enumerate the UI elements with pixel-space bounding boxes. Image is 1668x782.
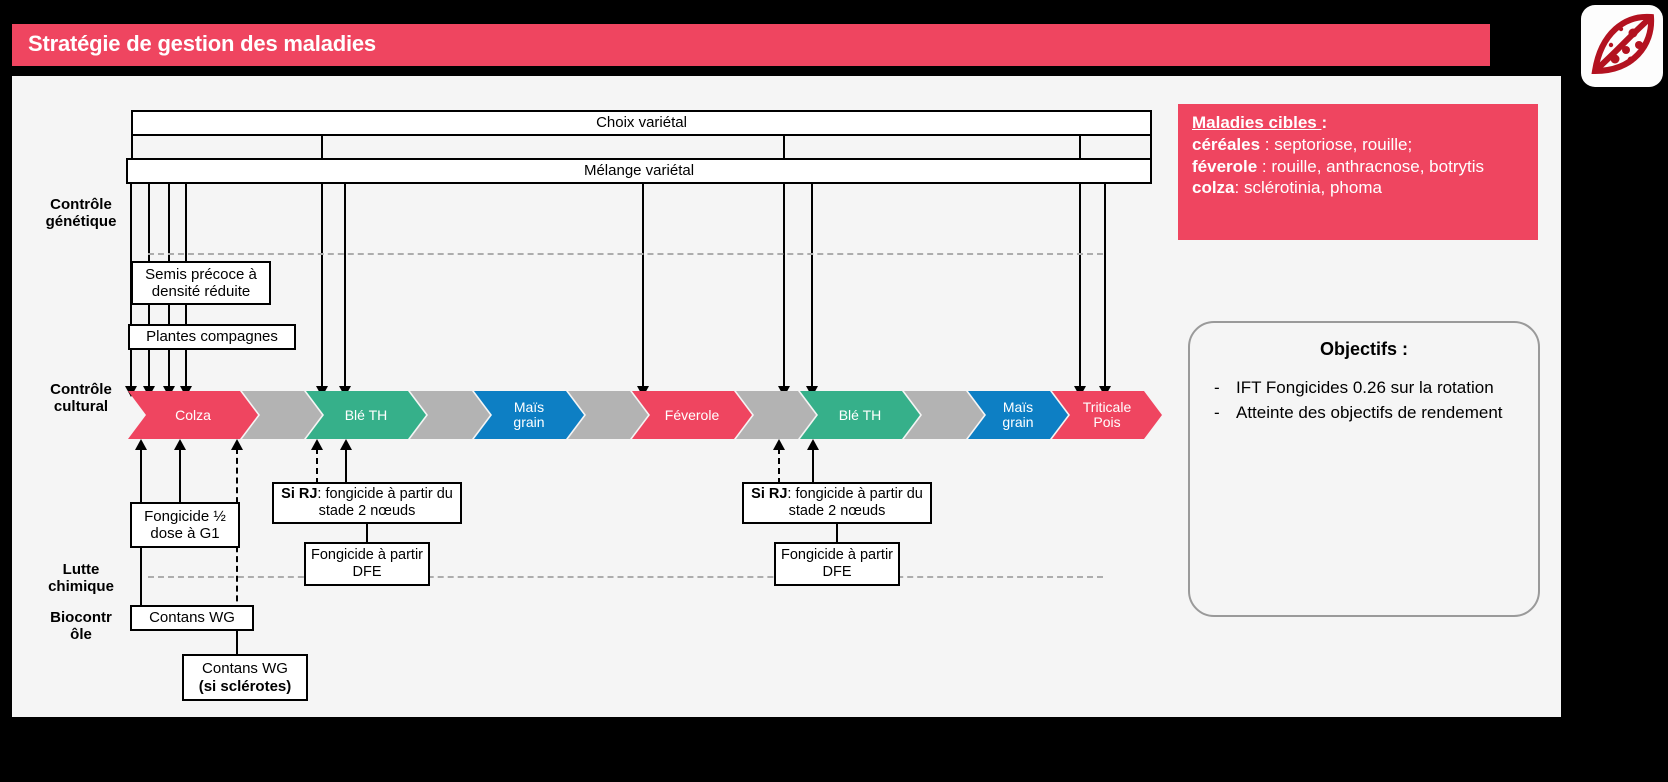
arrow-head-up-ble2-dashed [773,439,785,450]
crop-chevron-label: Blé TH [344,406,388,423]
box-fongicide-colza-label: Fongicide ½ dose à G1 [144,507,226,542]
separator-chimique-biocontrole [148,576,1103,578]
panel-objectifs: Objectifs : - IFT Fongicides 0.26 sur la… [1188,321,1540,617]
arrow-head-up-colza-2 [174,439,186,450]
arrow-stem-up-ble1 [345,448,347,484]
objectifs-list: - IFT Fongicides 0.26 sur la rotation - … [1214,377,1522,427]
connector-contans-sclerotes [236,631,238,654]
si-rj-rest-2: : fongicide à partir du stade 2 nœuds [787,486,923,519]
panel-maladies-cibles: Maladies cibles : céréales : septoriose,… [1178,104,1538,240]
crop-chevron-colza: Colza [128,391,258,439]
connector-contans [140,548,142,607]
maladies-heading-text: Maladies cibles [1192,113,1322,132]
objectifs-item: - IFT Fongicides 0.26 sur la rotation [1214,377,1522,400]
si-rj-bold-2: Si RJ [751,486,788,503]
drop-line-triticale-a [1079,184,1081,386]
arrow-stem-up-ble2 [812,448,814,484]
arrow-head-up-ble2 [807,439,819,450]
drop-line-ble2-b [811,184,813,386]
box-dfe-ble1: Fongicide à partir DFE [304,542,430,586]
maladies-line-2: colza: sclérotinia, phoma [1192,178,1382,198]
arrow-head-up-ble1 [340,439,352,450]
box-semis-precoce: Semis précoce à densité réduite [131,261,271,305]
crop-chevron-label: Colza [175,406,211,423]
objectifs-item-text: Atteinte des objectifs de rendement [1236,402,1503,422]
connector-ble2-dfe [836,524,838,544]
box-si-rj-ble1: Si RJ: fongicide à partir du stade 2 nœu… [272,482,462,524]
box-plantes-compagnes: Plantes compagnes [128,324,296,350]
box-contans-wg-label: Contans WG [149,609,235,627]
arrow-stem-up-colza-1 [140,448,142,504]
box-contans-wg: Contans WG [130,605,254,631]
connector-genetic-4 [1079,136,1081,158]
box-si-rj-ble2: Si RJ: fongicide à partir du stade 2 nœu… [742,482,932,524]
drop-line-ble2-a [783,184,785,386]
crop-chevron-f-verole: Féverole [632,391,752,439]
objectifs-bullet: - [1214,378,1220,397]
pod-leaf-logo-icon [1581,5,1663,87]
drop-line-ble1-b [344,184,346,386]
arrow-stem-up-ble1-dashed [316,448,318,484]
objectifs-bullet: - [1214,402,1220,422]
objectifs-title: Objectifs : [1319,339,1408,359]
si-rj-bold-1: Si RJ [281,486,318,503]
crop-chevron-bl-th: Blé TH [306,391,426,439]
crop-chevron-bl-th: Blé TH [800,391,920,439]
page-title: Stratégie de gestion des maladies [28,31,376,56]
title-bar: Stratégie de gestion des maladies [12,24,1490,66]
maladies-heading: Maladies cibles : [1192,112,1524,134]
arrow-stem-up-colza-dashed [236,448,238,680]
drop-line-ble1-a [321,184,323,386]
connector-genetic-3 [783,136,785,158]
objectifs-item-text: IFT Fongicides 0.26 sur la rotation [1236,378,1494,397]
box-semis-precoce-label: Semis précoce à densité réduite [145,265,257,300]
arrow-head-up-ble1-dashed [311,439,323,450]
box-choix-varietal: Choix variétal [131,110,1152,136]
connector-genetic-1 [131,136,133,158]
contans-sclerotes-line2: (si sclérotes) [198,677,292,695]
box-contans-wg-sclerotes: Contans WG (si sclérotes) [182,654,308,701]
connector-genetic-5 [1150,136,1152,158]
maladies-line-0: céréales : septoriose, rouille; [1192,134,1413,154]
box-dfe-ble2: Fongicide à partir DFE [774,542,900,586]
si-rj-rest-1: : fongicide à partir du stade 2 nœuds [317,486,453,519]
contans-sclerotes-line1: Contans WG [202,659,288,677]
separator-genetic-cultural [148,253,1103,255]
maladies-line-1: féverole : rouille, anthracnose, botryti… [1192,156,1484,176]
arrow-stem-up-ble2-dashed [778,448,780,484]
box-fongicide-colza: Fongicide ½ dose à G1 [130,502,240,548]
box-melange-varietal: Mélange variétal [126,158,1152,184]
arrow-head-up-colza-1 [135,439,147,450]
arrow-stem-up-colza-2 [179,448,181,504]
objectifs-item: - Atteinte des objectifs de rendement [1214,402,1522,425]
box-plantes-compagnes-label: Plantes compagnes [146,328,278,346]
drop-line-feverole [642,184,644,386]
arrow-head-up-colza-dashed [231,439,243,450]
maladies-heading-colon: : [1321,113,1328,132]
connector-genetic-2 [321,136,323,158]
crop-chevron-label: Féverole [664,406,720,423]
drop-line-triticale-b [1104,184,1106,386]
box-dfe-ble1-label: Fongicide à partir DFE [310,547,424,580]
box-dfe-ble2-label: Fongicide à partir DFE [780,547,894,580]
crop-chevron-label: Blé TH [838,406,882,423]
connector-ble1-dfe [366,524,368,544]
